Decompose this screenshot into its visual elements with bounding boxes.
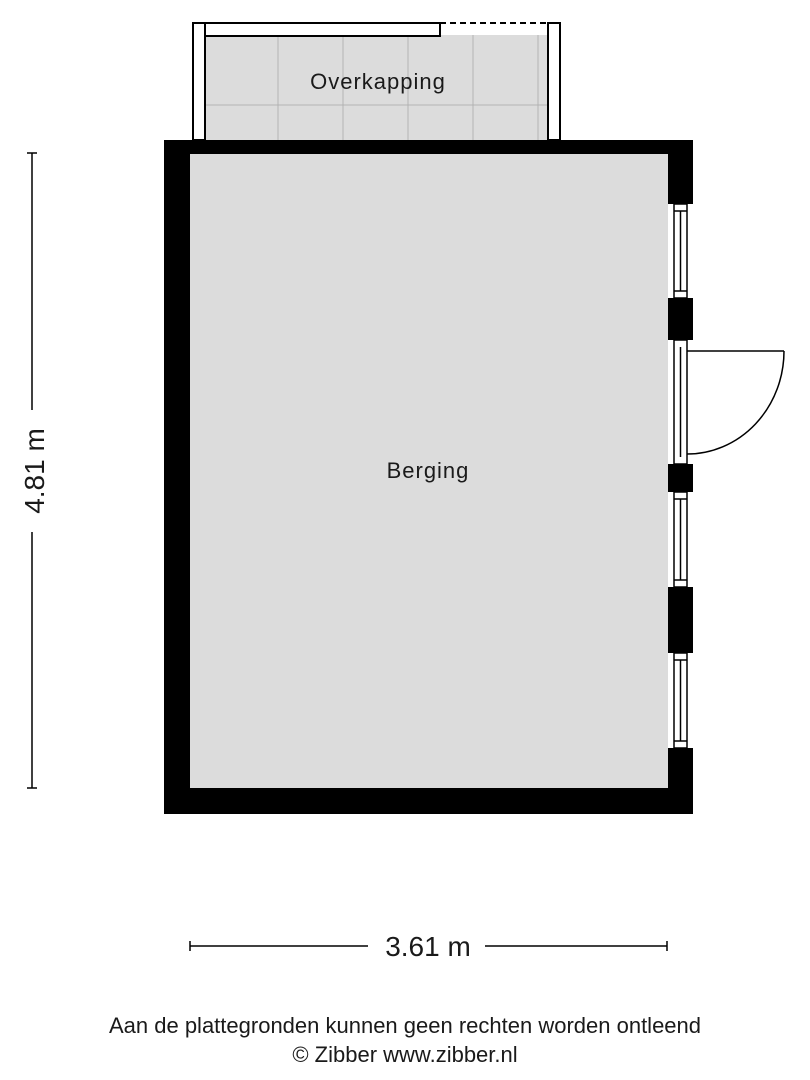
wall-right-segment — [668, 748, 693, 814]
window — [673, 203, 688, 299]
overkapping-floor — [205, 35, 548, 140]
overkapping-left-post — [192, 22, 206, 141]
wall-top — [164, 140, 693, 154]
dimension-height — [27, 152, 37, 789]
wall-left — [164, 140, 190, 814]
wall-bottom — [164, 788, 693, 814]
room-label-berging: Berging — [387, 458, 470, 483]
berging-room: Berging — [164, 140, 785, 814]
wall-right-segment — [668, 140, 693, 204]
wall-right-segment — [668, 298, 693, 340]
room-label-overkapping: Overkapping — [310, 69, 446, 94]
overkapping-tiles — [205, 35, 548, 140]
window — [673, 652, 688, 749]
window — [673, 491, 688, 588]
wall-right-segment — [668, 587, 693, 653]
wall-right-segment — [668, 464, 693, 492]
overkapping-right-post — [547, 22, 561, 141]
dimension-width — [189, 941, 668, 951]
overkapping-area: Overkapping — [192, 22, 561, 141]
dimension-height-label: 4.81 m — [19, 428, 50, 514]
dimension-width-label: 3.61 m — [385, 931, 471, 962]
copyright-text: © Zibber www.zibber.nl — [292, 1042, 518, 1067]
berging-floor — [190, 153, 668, 788]
disclaimer-text: Aan de plattegronden kunnen geen rechten… — [108, 1013, 702, 1038]
overkapping-top-beam — [192, 22, 441, 37]
door — [673, 339, 785, 465]
